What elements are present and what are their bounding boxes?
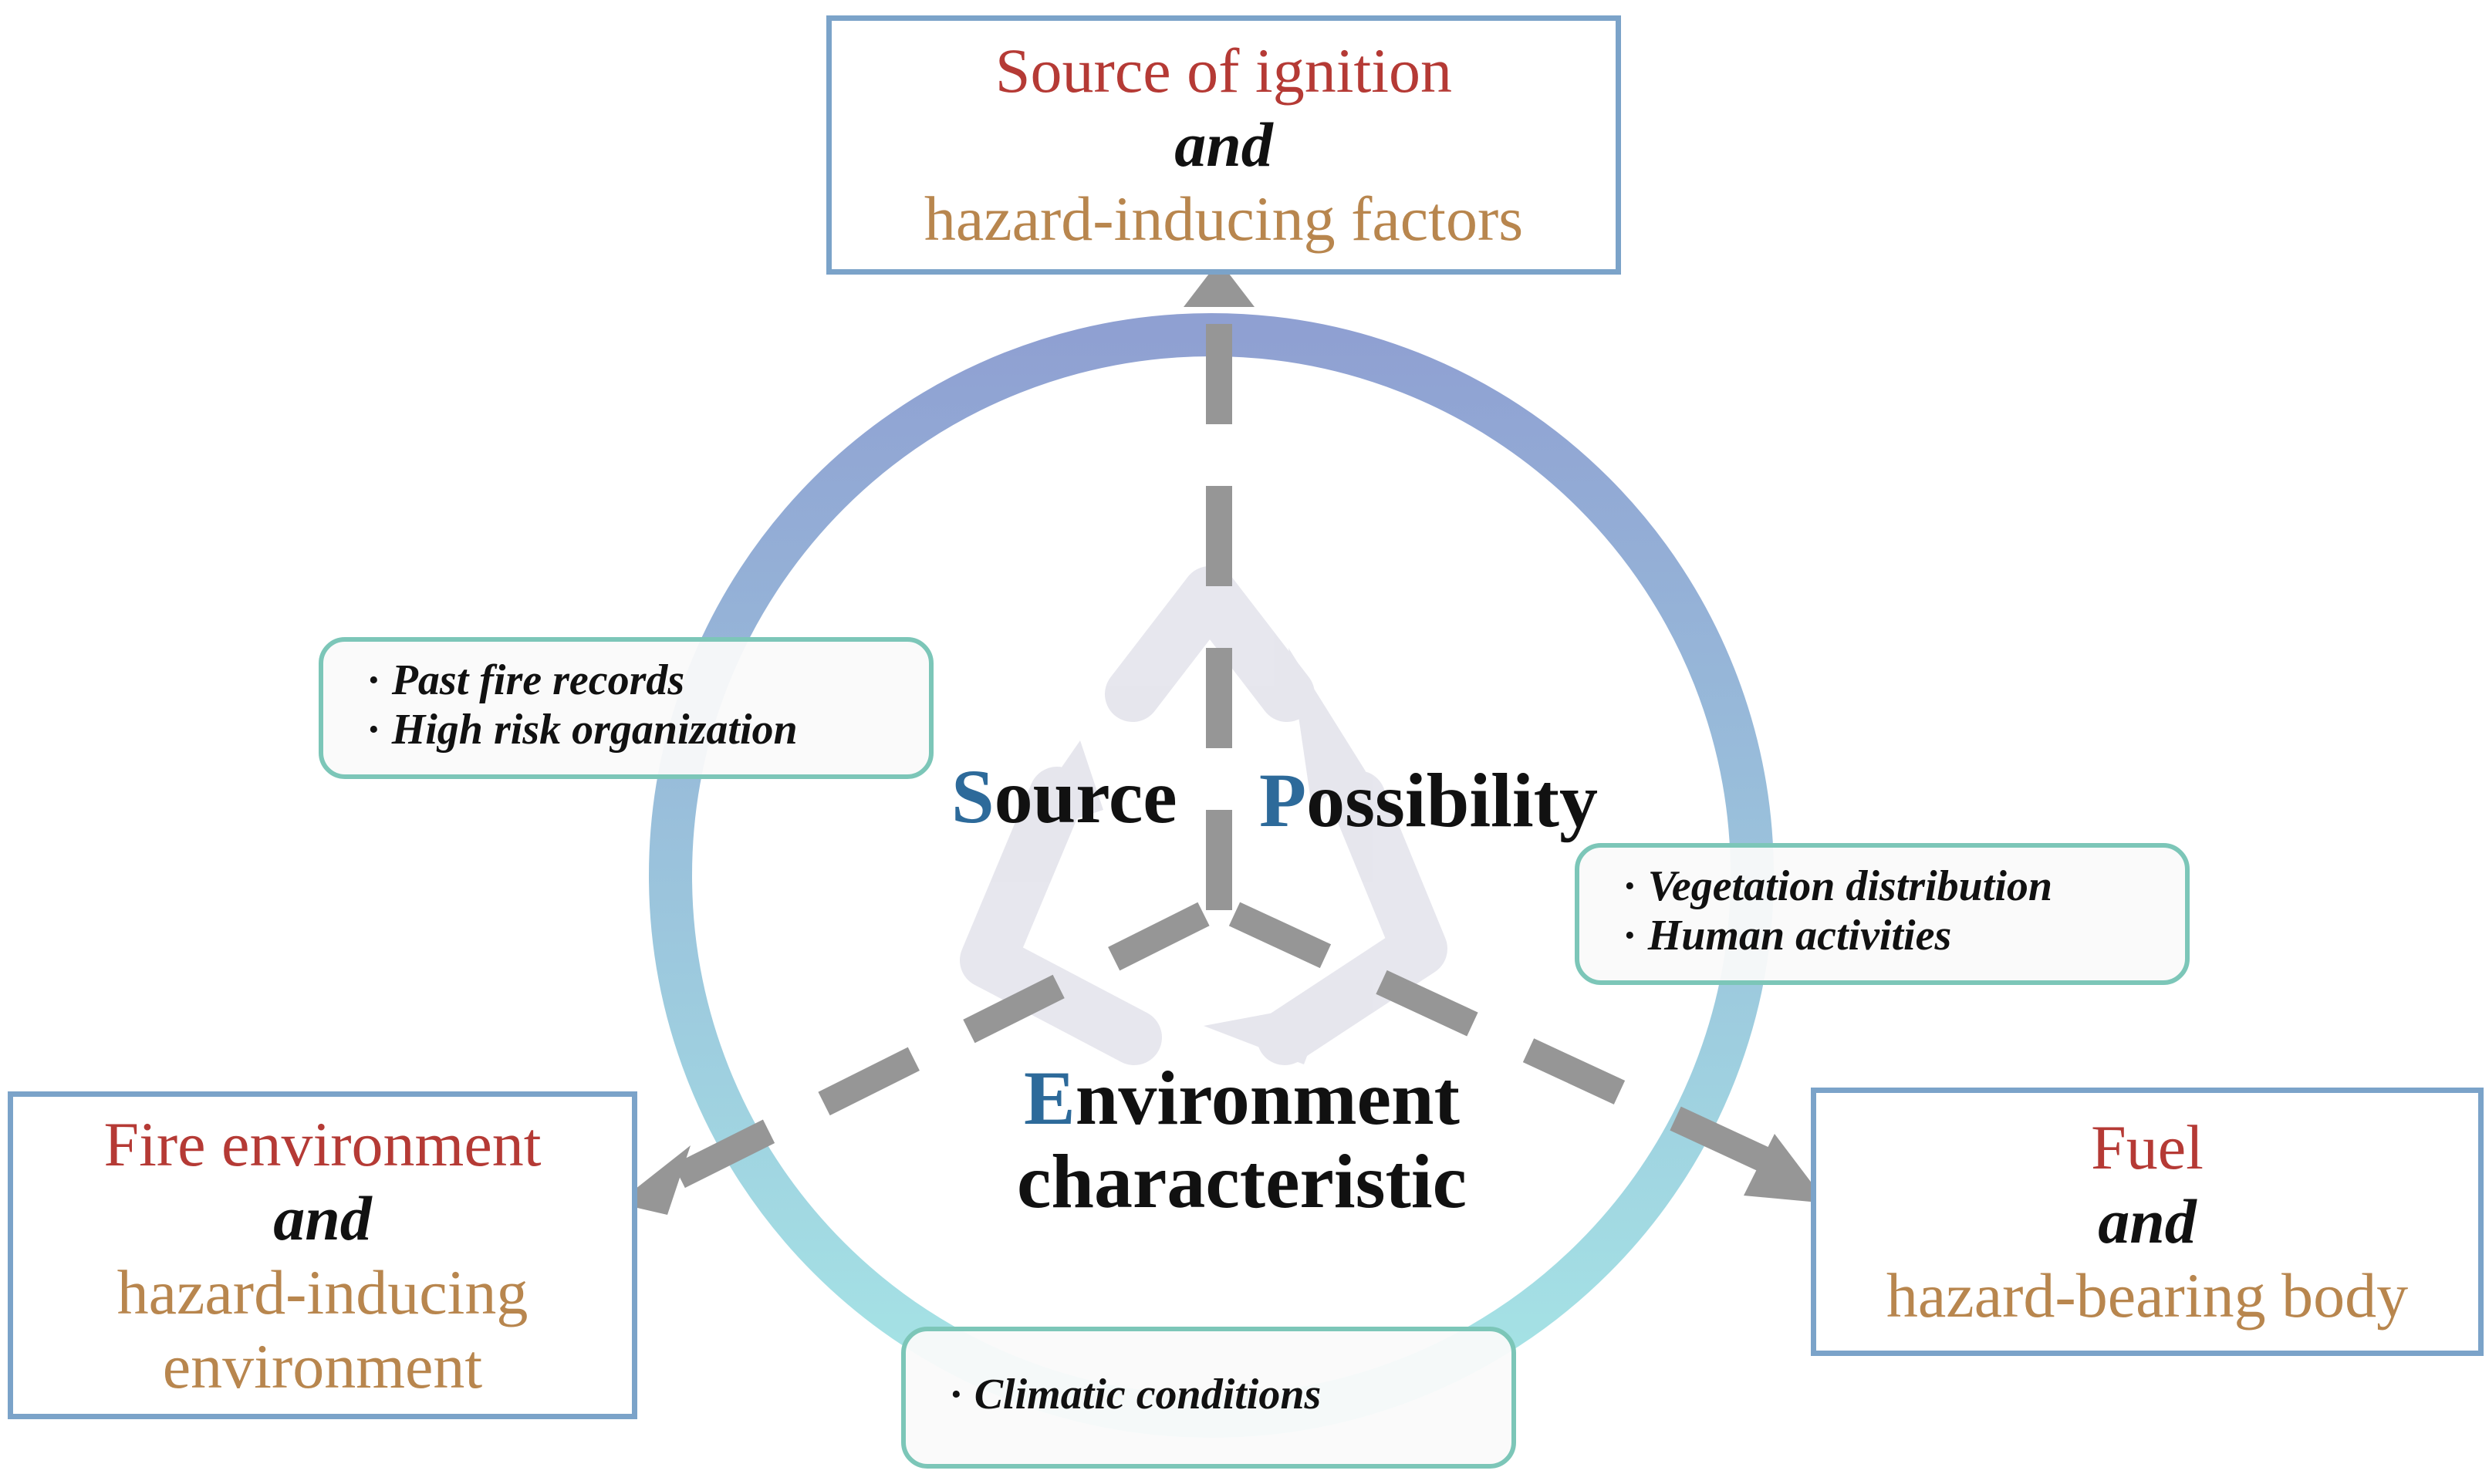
fuel-title: Fuel: [2091, 1112, 2204, 1182]
recycle-cycle-icon: [960, 566, 1447, 1065]
ignition-source-box: Source of ignition and hazard-inducing f…: [826, 15, 1621, 275]
note-vegetation: Vegetation distribution Human activities: [1575, 843, 2190, 985]
fire-environment-title: Fire environment: [103, 1108, 542, 1179]
fire-environment-subtitle-2: environment: [162, 1331, 483, 1401]
fire-environment-and: and: [273, 1182, 372, 1253]
fuel-subtitle: hazard-bearing body: [1886, 1260, 2409, 1331]
environment-initial: E: [1024, 1055, 1076, 1141]
fuel-and: and: [2098, 1186, 2197, 1256]
center-label-environment: Environment characteristic: [1017, 1057, 1467, 1223]
fuel-box: Fuel and hazard-bearing body: [1811, 1088, 2484, 1356]
note-item: Past fire records: [366, 656, 929, 705]
arrow-down-right-icon: [1744, 1134, 1827, 1203]
possibility-initial: P: [1259, 757, 1307, 843]
fire-environment-box: Fire environment and hazard-inducing env…: [8, 1091, 637, 1419]
dashed-connectors: [657, 301, 1773, 1196]
source-rest: ource: [994, 754, 1177, 839]
ignition-source-and: and: [1174, 110, 1273, 180]
arrow-up-icon: [1184, 261, 1255, 307]
note-item: Human activities: [1623, 911, 2185, 960]
environment-rest: nvironment: [1075, 1055, 1460, 1141]
center-label-possibility: Possibility: [1259, 756, 1598, 845]
connector-to-right: [1228, 902, 1773, 1173]
note-item: Vegetation distribution: [1623, 862, 2185, 911]
note-item: Climatic conditions: [949, 1370, 1511, 1419]
note-item: High risk organization: [366, 705, 929, 754]
connector-to-left: [657, 902, 1210, 1196]
note-climatic: Climatic conditions: [901, 1327, 1516, 1469]
source-initial: S: [951, 754, 995, 839]
center-label-source: Source: [951, 752, 1177, 841]
possibility-rest: ossibility: [1306, 757, 1598, 843]
note-past-fire: Past fire records High risk organization: [319, 637, 934, 779]
ignition-source-title: Source of ignition: [995, 35, 1453, 106]
fire-environment-subtitle-1: hazard-inducing: [117, 1256, 529, 1327]
ignition-source-subtitle: hazard-inducing factors: [924, 184, 1524, 254]
environment-line2: characteristic: [1017, 1138, 1467, 1224]
